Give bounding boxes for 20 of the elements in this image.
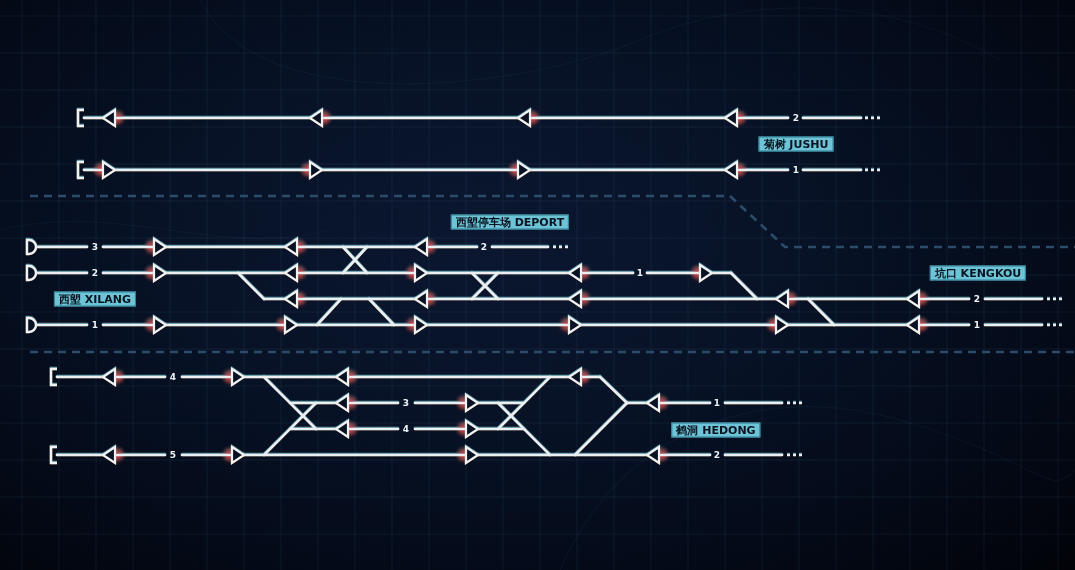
track-number: 1	[792, 165, 800, 175]
track-number: 2	[713, 450, 721, 460]
station-name-label: 西塱停车场 DEPORT	[450, 214, 570, 230]
track-number: 2	[973, 294, 981, 304]
track-number: 1	[973, 320, 981, 330]
track-number: 2	[480, 242, 488, 252]
track-number: 4	[169, 372, 177, 382]
track-number: 3	[91, 242, 99, 252]
track-number: 3	[402, 398, 410, 408]
station-name-label: 菊树 JUSHU	[758, 136, 834, 152]
track-number: 1	[636, 268, 644, 278]
track-number: 4	[402, 424, 410, 434]
track-number: 5	[169, 450, 177, 460]
track-number: 2	[91, 268, 99, 278]
track-number: 1	[713, 398, 721, 408]
station-name-label: 坑口 KENGKOU	[929, 265, 1027, 281]
track-number: 1	[91, 320, 99, 330]
track-number: 2	[792, 113, 800, 123]
station-name-label: 西塱 XILANG	[53, 291, 137, 307]
station-name-label: 鹤洞 HEDONG	[671, 422, 761, 438]
